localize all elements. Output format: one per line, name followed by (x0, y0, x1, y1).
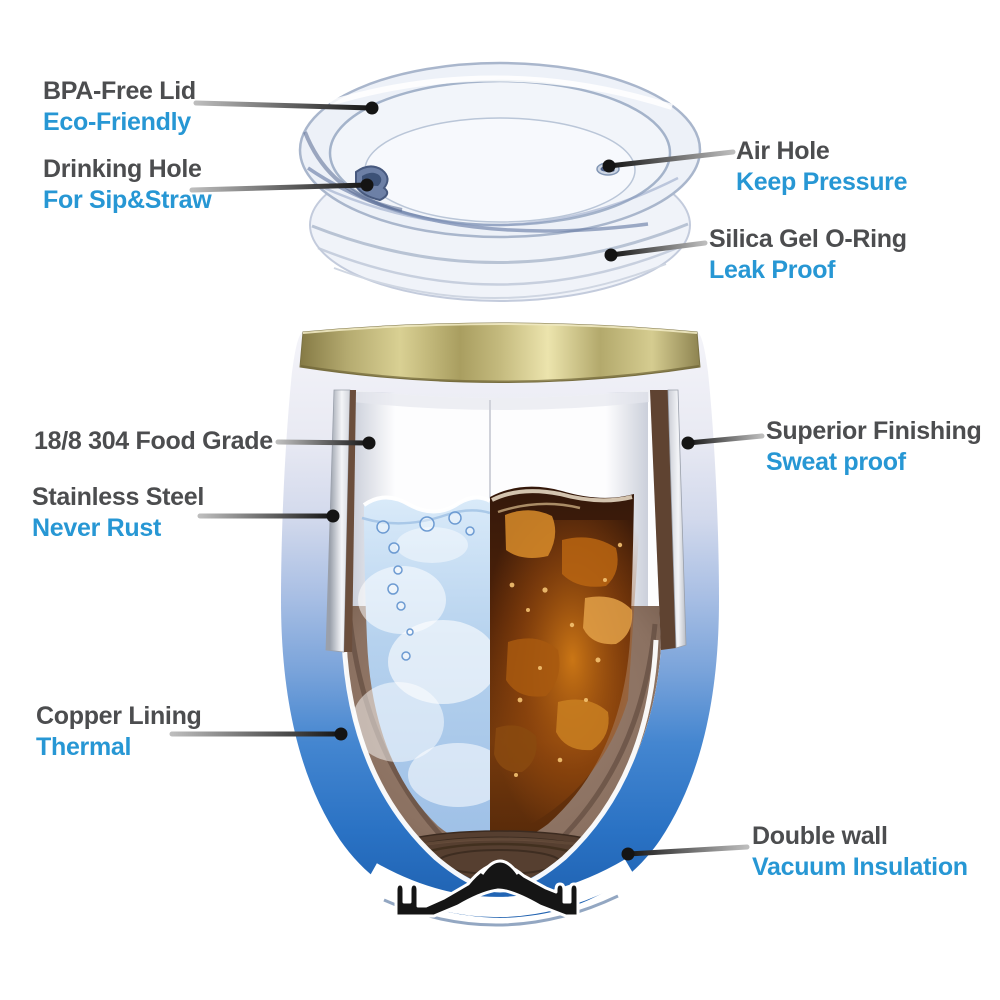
callout-subtitle: Eco-Friendly (43, 108, 191, 136)
rim-band (299, 322, 701, 383)
callout-title: Superior Finishing (766, 417, 982, 445)
lid-recess (364, 117, 636, 223)
callout-title: Air Hole (736, 137, 830, 165)
lid (298, 61, 702, 302)
leader-copper-lining (169, 727, 348, 741)
callout-subtitle: Keep Pressure (736, 168, 908, 196)
leader-drinking-hole (189, 178, 374, 193)
wall-cut-edge-right (650, 389, 687, 650)
leader-air-hole (602, 149, 736, 173)
leader-silica-gel-o-ring (604, 240, 708, 262)
callout-air-hole: Air Hole Keep Pressure (736, 136, 908, 198)
callout-title: BPA-Free Lid (43, 77, 196, 105)
leader-lines (169, 100, 765, 861)
callout-superior-finishing: Superior Finishing Sweat proof (766, 416, 982, 478)
leader-bpa-free-lid (193, 100, 379, 115)
callout-bpa-free-lid: BPA-Free Lid Eco-Friendly (43, 76, 196, 138)
cola-half (490, 486, 640, 848)
leader-double-wall (621, 844, 750, 861)
callout-subtitle: Thermal (36, 733, 132, 761)
leader-food-grade (275, 436, 376, 450)
callout-title: Drinking Hole (43, 155, 202, 183)
tumbler-body (281, 322, 719, 927)
vacuum-seal-bracket (394, 862, 580, 918)
callout-title: Double wall (752, 822, 888, 850)
callout-subtitle: For Sip&Straw (43, 186, 212, 214)
wall-cut-edge-left (325, 389, 356, 653)
callout-subtitle: Vacuum Insulation (752, 853, 968, 881)
callout-title: 18/8 304 Food Grade (34, 427, 273, 455)
leader-superior-finishing (681, 433, 765, 450)
callout-title: Silica Gel O-Ring (709, 225, 907, 253)
water-half (352, 495, 508, 848)
callout-subtitle: Sweat proof (766, 448, 906, 476)
callout-copper-lining: Copper Lining Thermal (36, 701, 202, 763)
callout-title: Copper Lining (36, 702, 202, 730)
callout-subtitle: Never Rust (32, 514, 161, 542)
leader-stainless-steel (197, 509, 340, 523)
callout-double-wall: Double wall Vacuum Insulation (752, 821, 968, 883)
callout-stainless-steel: Stainless Steel Never Rust (32, 482, 204, 544)
callout-drinking-hole: Drinking Hole For Sip&Straw (43, 154, 212, 216)
callout-subtitle: Leak Proof (709, 256, 836, 284)
callout-food-grade: 18/8 304 Food Grade (34, 426, 273, 457)
callout-silica-gel-o-ring: Silica Gel O-Ring Leak Proof (709, 224, 907, 286)
callout-title: Stainless Steel (32, 483, 204, 511)
